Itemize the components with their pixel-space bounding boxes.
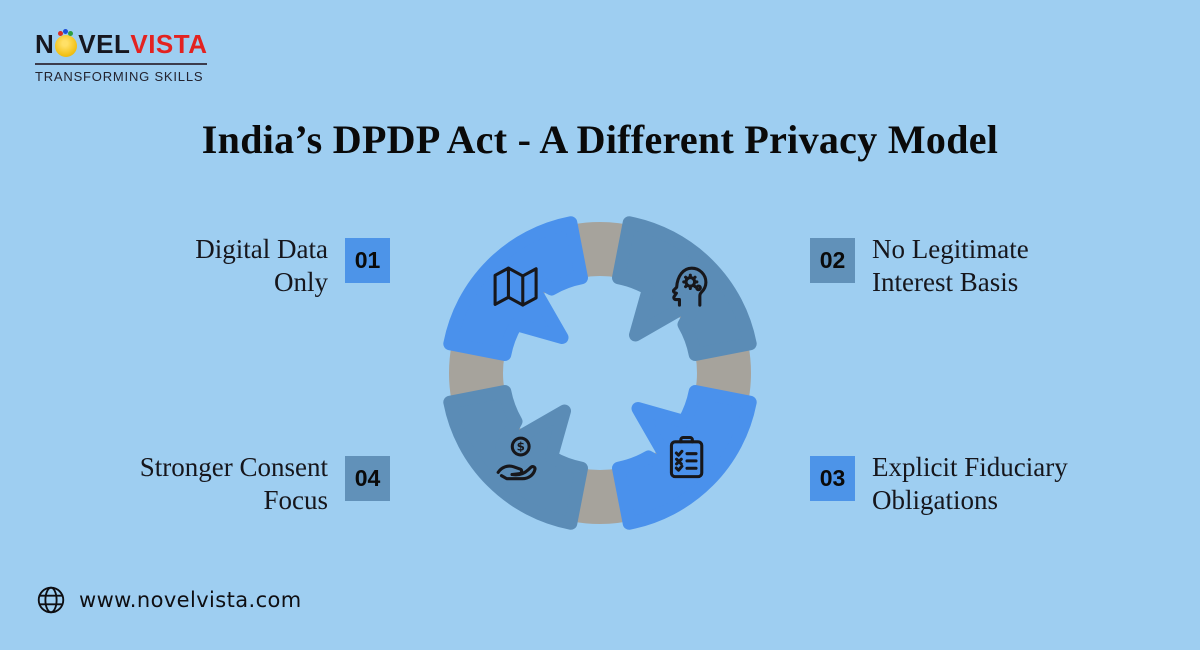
logo-text-n: N: [35, 29, 55, 59]
svg-text:$: $: [517, 440, 525, 454]
item-03-label: Explicit Fiduciary Obligations: [872, 452, 1068, 515]
bulb-dot-blue-icon: [63, 29, 69, 34]
bulb-dot-green-icon: [68, 31, 74, 36]
item-04-label: Stronger Consent Focus: [139, 452, 328, 515]
logo-tagline: TRANSFORMING SKILLS: [35, 69, 204, 84]
item-03-number-badge: 03: [810, 456, 855, 501]
wheel-ring: [449, 222, 751, 524]
item-01-number-badge: 01: [345, 238, 390, 283]
privacy-model-wheel: $: [443, 216, 757, 530]
lightbulb-icon: [55, 29, 78, 57]
novelvista-logo: N VEL VISTA TRANSFORMING SKILLS: [35, 29, 208, 84]
item-01-label: Digital Data Only: [195, 234, 328, 297]
segment-bottom-left: [443, 385, 588, 530]
bulb-dot-red-icon: [58, 31, 64, 36]
checklist-clipboard-icon: [669, 435, 704, 479]
mind-circuit-icon: [671, 266, 708, 307]
item-02-number-badge: 02: [810, 238, 855, 283]
footer: www.novelvista.com: [35, 584, 302, 616]
logo-divider: [35, 63, 207, 65]
item-01-digital-data-only: Digital Data Only 01: [40, 233, 390, 299]
map-icon: [493, 266, 538, 307]
website-url: www.novelvista.com: [79, 588, 302, 612]
segment-top-right: [612, 216, 757, 361]
segment-top-left: [443, 216, 588, 361]
item-03-explicit-fiduciary: 03 Explicit Fiduciary Obligations: [810, 451, 1068, 517]
logo-text-vel: VEL: [78, 29, 131, 59]
item-04-stronger-consent: Stronger Consent Focus 04: [40, 451, 390, 517]
segment-bottom-right: [612, 385, 757, 530]
logo-text-vista: VISTA: [130, 29, 208, 59]
logo-wordmark: N VEL VISTA: [35, 29, 208, 59]
item-02-label: No Legitimate Interest Basis: [872, 234, 1029, 297]
hand-coin-icon: $: [496, 436, 537, 481]
globe-icon: [37, 586, 65, 614]
item-04-number-badge: 04: [345, 456, 390, 501]
item-02-no-legitimate-interest: 02 No Legitimate Interest Basis: [810, 233, 1029, 299]
page-title: India’s DPDP Act - A Different Privacy M…: [201, 117, 999, 162]
